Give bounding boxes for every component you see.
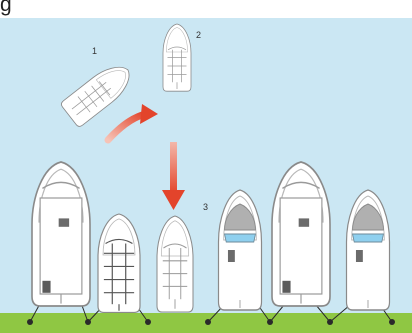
step-label-1: 1: [92, 46, 97, 56]
boat-docked-small-left: [98, 214, 140, 312]
down-arrow-shaft: [170, 142, 177, 194]
boat-aligned: [163, 24, 191, 91]
step-label-3: 3: [203, 202, 208, 212]
boat-docked-blue-2: [347, 190, 390, 310]
boat-docked-blue-1: [219, 190, 262, 310]
boat-docked-large-left: [32, 162, 90, 306]
boat-docked-large-right: [272, 162, 330, 306]
step-label-2: 2: [196, 30, 201, 40]
boat-entering-slip: [157, 216, 193, 312]
